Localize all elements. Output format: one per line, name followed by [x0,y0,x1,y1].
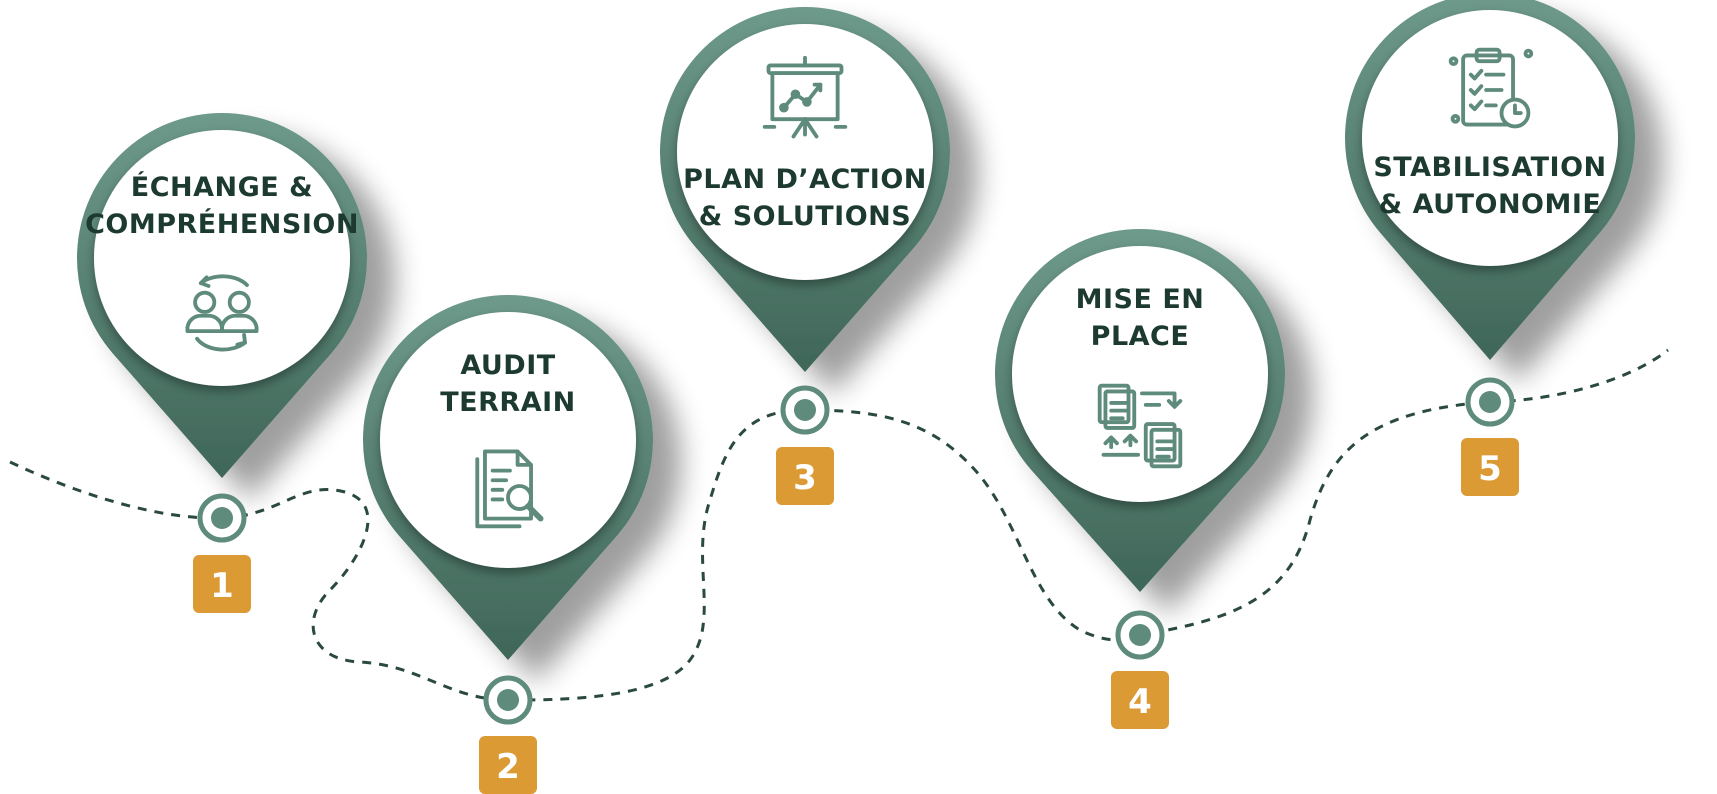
step-title-line: AUDIT [460,350,555,381]
step-4: MISE EN PLACE 4 [994,229,1285,729]
step-number-badge [776,447,834,505]
step-title: AUDIT TERRAIN [440,350,575,418]
path-node-dot [211,507,233,529]
step-2: AUDIT TERRAIN 2 [363,295,654,794]
roadmap-dashed-path [9,348,1669,702]
step-number-badge [1111,671,1169,729]
step-title: MISE EN PLACE [1076,284,1205,352]
step-title: STABILISATION & AUTONOMIE [1373,152,1606,220]
step-title-line: STABILISATION [1373,152,1606,183]
step-title-line: & SOLUTIONS [699,201,911,232]
step-3: PLAN D’ACTION & SOLUTIONS 3 [660,7,951,505]
step-number-badge [193,555,251,613]
path-node-dot [1479,391,1501,413]
path-node-dot [794,399,816,421]
step-title-line: TERRAIN [440,387,575,418]
step-number: 3 [793,458,817,498]
step-1: ÉCHANGE & COMPRÉHENSION 1 [77,112,368,613]
step-title-line: & AUTONOMIE [1379,189,1602,220]
step-title: ÉCHANGE & COMPRÉHENSION [85,171,359,240]
step-title: PLAN D’ACTION & SOLUTIONS [683,164,927,232]
step-title-line: ÉCHANGE & [131,171,313,203]
path-node-dot [1129,624,1151,646]
step-title-line: PLAN D’ACTION [683,164,927,195]
step-title-line: PLACE [1091,321,1190,352]
step-number: 4 [1128,682,1152,722]
pin-circle [380,312,636,568]
step-title-line: COMPRÉHENSION [85,208,359,240]
step-number: 5 [1478,449,1502,489]
step-5: STABILISATION & AUTONOMIE 5 [1345,0,1635,496]
path-node-dot [497,689,519,711]
step-number-badge [1461,438,1519,496]
step-number: 2 [496,747,520,787]
pin-circle [1012,246,1268,502]
step-title-line: MISE EN [1076,284,1205,315]
pin-circle [677,24,933,280]
pin-circle [1362,10,1618,266]
pin-circle [94,130,350,386]
step-number-badge [479,736,537,794]
step-number: 1 [210,566,234,606]
